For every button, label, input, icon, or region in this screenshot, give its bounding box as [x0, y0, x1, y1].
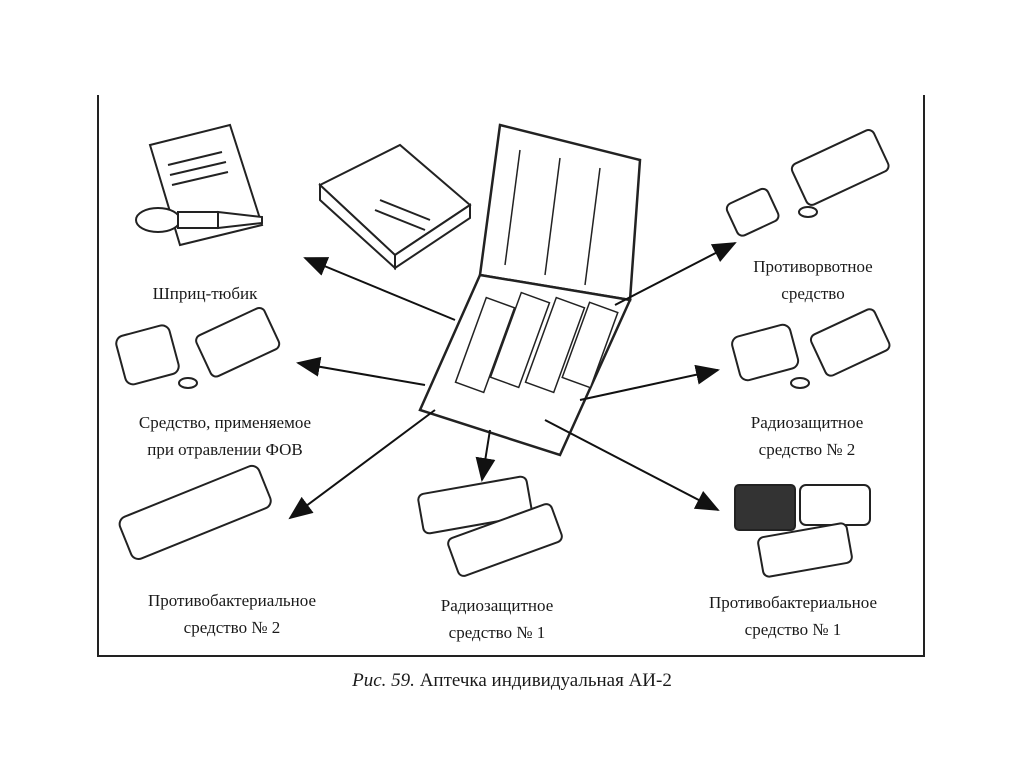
antibacterial1-container-icon [734, 484, 871, 578]
fov-antidote-container-icon [115, 306, 281, 389]
label-syringe: Шприц-тюбик [152, 284, 258, 303]
arrow-fov [296, 356, 426, 386]
arrow-antiemetic [614, 242, 737, 306]
open-case-icon [418, 123, 642, 457]
medicine-box-icon [318, 143, 472, 271]
arrow-radioprotective2 [579, 364, 720, 401]
arrows [288, 242, 737, 520]
arrow-antibacterial1 [544, 419, 720, 511]
arrow-syringe [303, 257, 456, 321]
antibacterial2-container-icon [118, 464, 272, 561]
radioprotective2-container-icon [731, 308, 891, 389]
figure-frame [97, 95, 925, 657]
antiemetic-container-icon [725, 129, 890, 237]
radioprotective1-container-icon [417, 475, 563, 577]
arrow-antibacterial2 [288, 409, 436, 520]
syringe-tube-icon [135, 207, 263, 233]
arrow-radioprotective1 [475, 429, 496, 482]
figure-caption: Рис. 59. Аптечка индивидуальная АИ-2 [352, 670, 672, 691]
